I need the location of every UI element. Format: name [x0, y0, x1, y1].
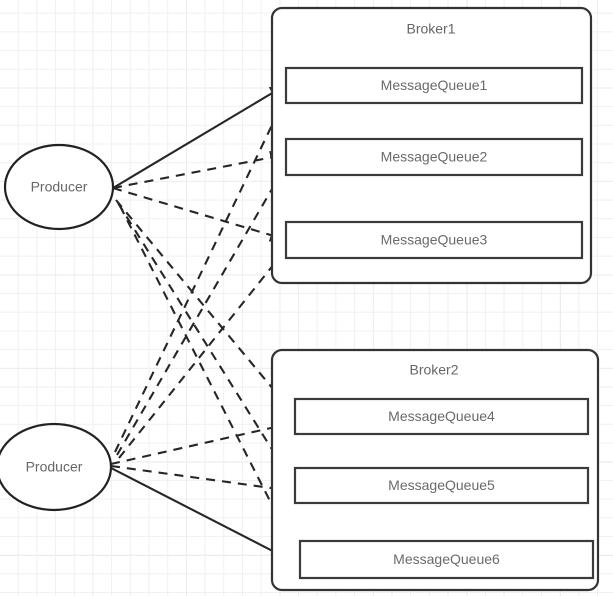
- messagequeue2-box[interactable]: [284, 137, 584, 177]
- messagequeue4-box[interactable]: [293, 397, 590, 436]
- broker1-title: Broker1: [406, 21, 455, 37]
- messagequeue2-label: MessageQueue2: [381, 149, 488, 165]
- messagequeue3-label: MessageQueue3: [381, 232, 488, 248]
- messagequeue1-box[interactable]: [284, 66, 584, 105]
- messagequeue4-label: MessageQueue4: [388, 408, 495, 424]
- messagequeue3-box[interactable]: [284, 220, 584, 260]
- edge-producer1-messagequeue3: [112, 186, 286, 242]
- edge-producer2-messagequeue2: [116, 163, 287, 456]
- broker2-title: Broker2: [409, 362, 458, 378]
- edge-producer1-messagequeue5: [117, 202, 294, 485]
- producer2-ellipse[interactable]: [0, 422, 113, 512]
- edge-producer1-messagequeue4: [115, 199, 294, 415]
- edge-producer2-messagequeue4: [110, 419, 295, 466]
- edge-producer2-messagequeue1: [114, 94, 287, 453]
- edge-producer1-messagequeue1: [112, 85, 286, 189]
- messagequeue5-box[interactable]: [293, 466, 590, 505]
- producer1-node[interactable]: Producer: [3, 143, 115, 231]
- edge-producer2-messagequeue3: [118, 247, 287, 459]
- messagequeue6-label: MessageQueue6: [393, 551, 500, 567]
- edge-producer2-messagequeue6: [110, 467, 300, 565]
- producer1-ellipse[interactable]: [3, 143, 115, 231]
- edges-layer: [110, 85, 300, 565]
- producer2-node[interactable]: Producer: [0, 422, 113, 512]
- messagequeue5-label: MessageQueue5: [388, 477, 495, 493]
- edge-producer2-messagequeue5: [110, 464, 295, 496]
- messagequeue6-box[interactable]: [298, 539, 595, 580]
- edge-producer1-messagequeue6: [119, 205, 299, 558]
- broker2-container[interactable]: Broker2 MessageQueue4 MessageQueue5 Mess…: [270, 348, 600, 592]
- broker1-container[interactable]: Broker1 MessageQueue1 MessageQueue2 Mess…: [270, 6, 593, 285]
- messagequeue1-label: MessageQueue1: [381, 77, 488, 93]
